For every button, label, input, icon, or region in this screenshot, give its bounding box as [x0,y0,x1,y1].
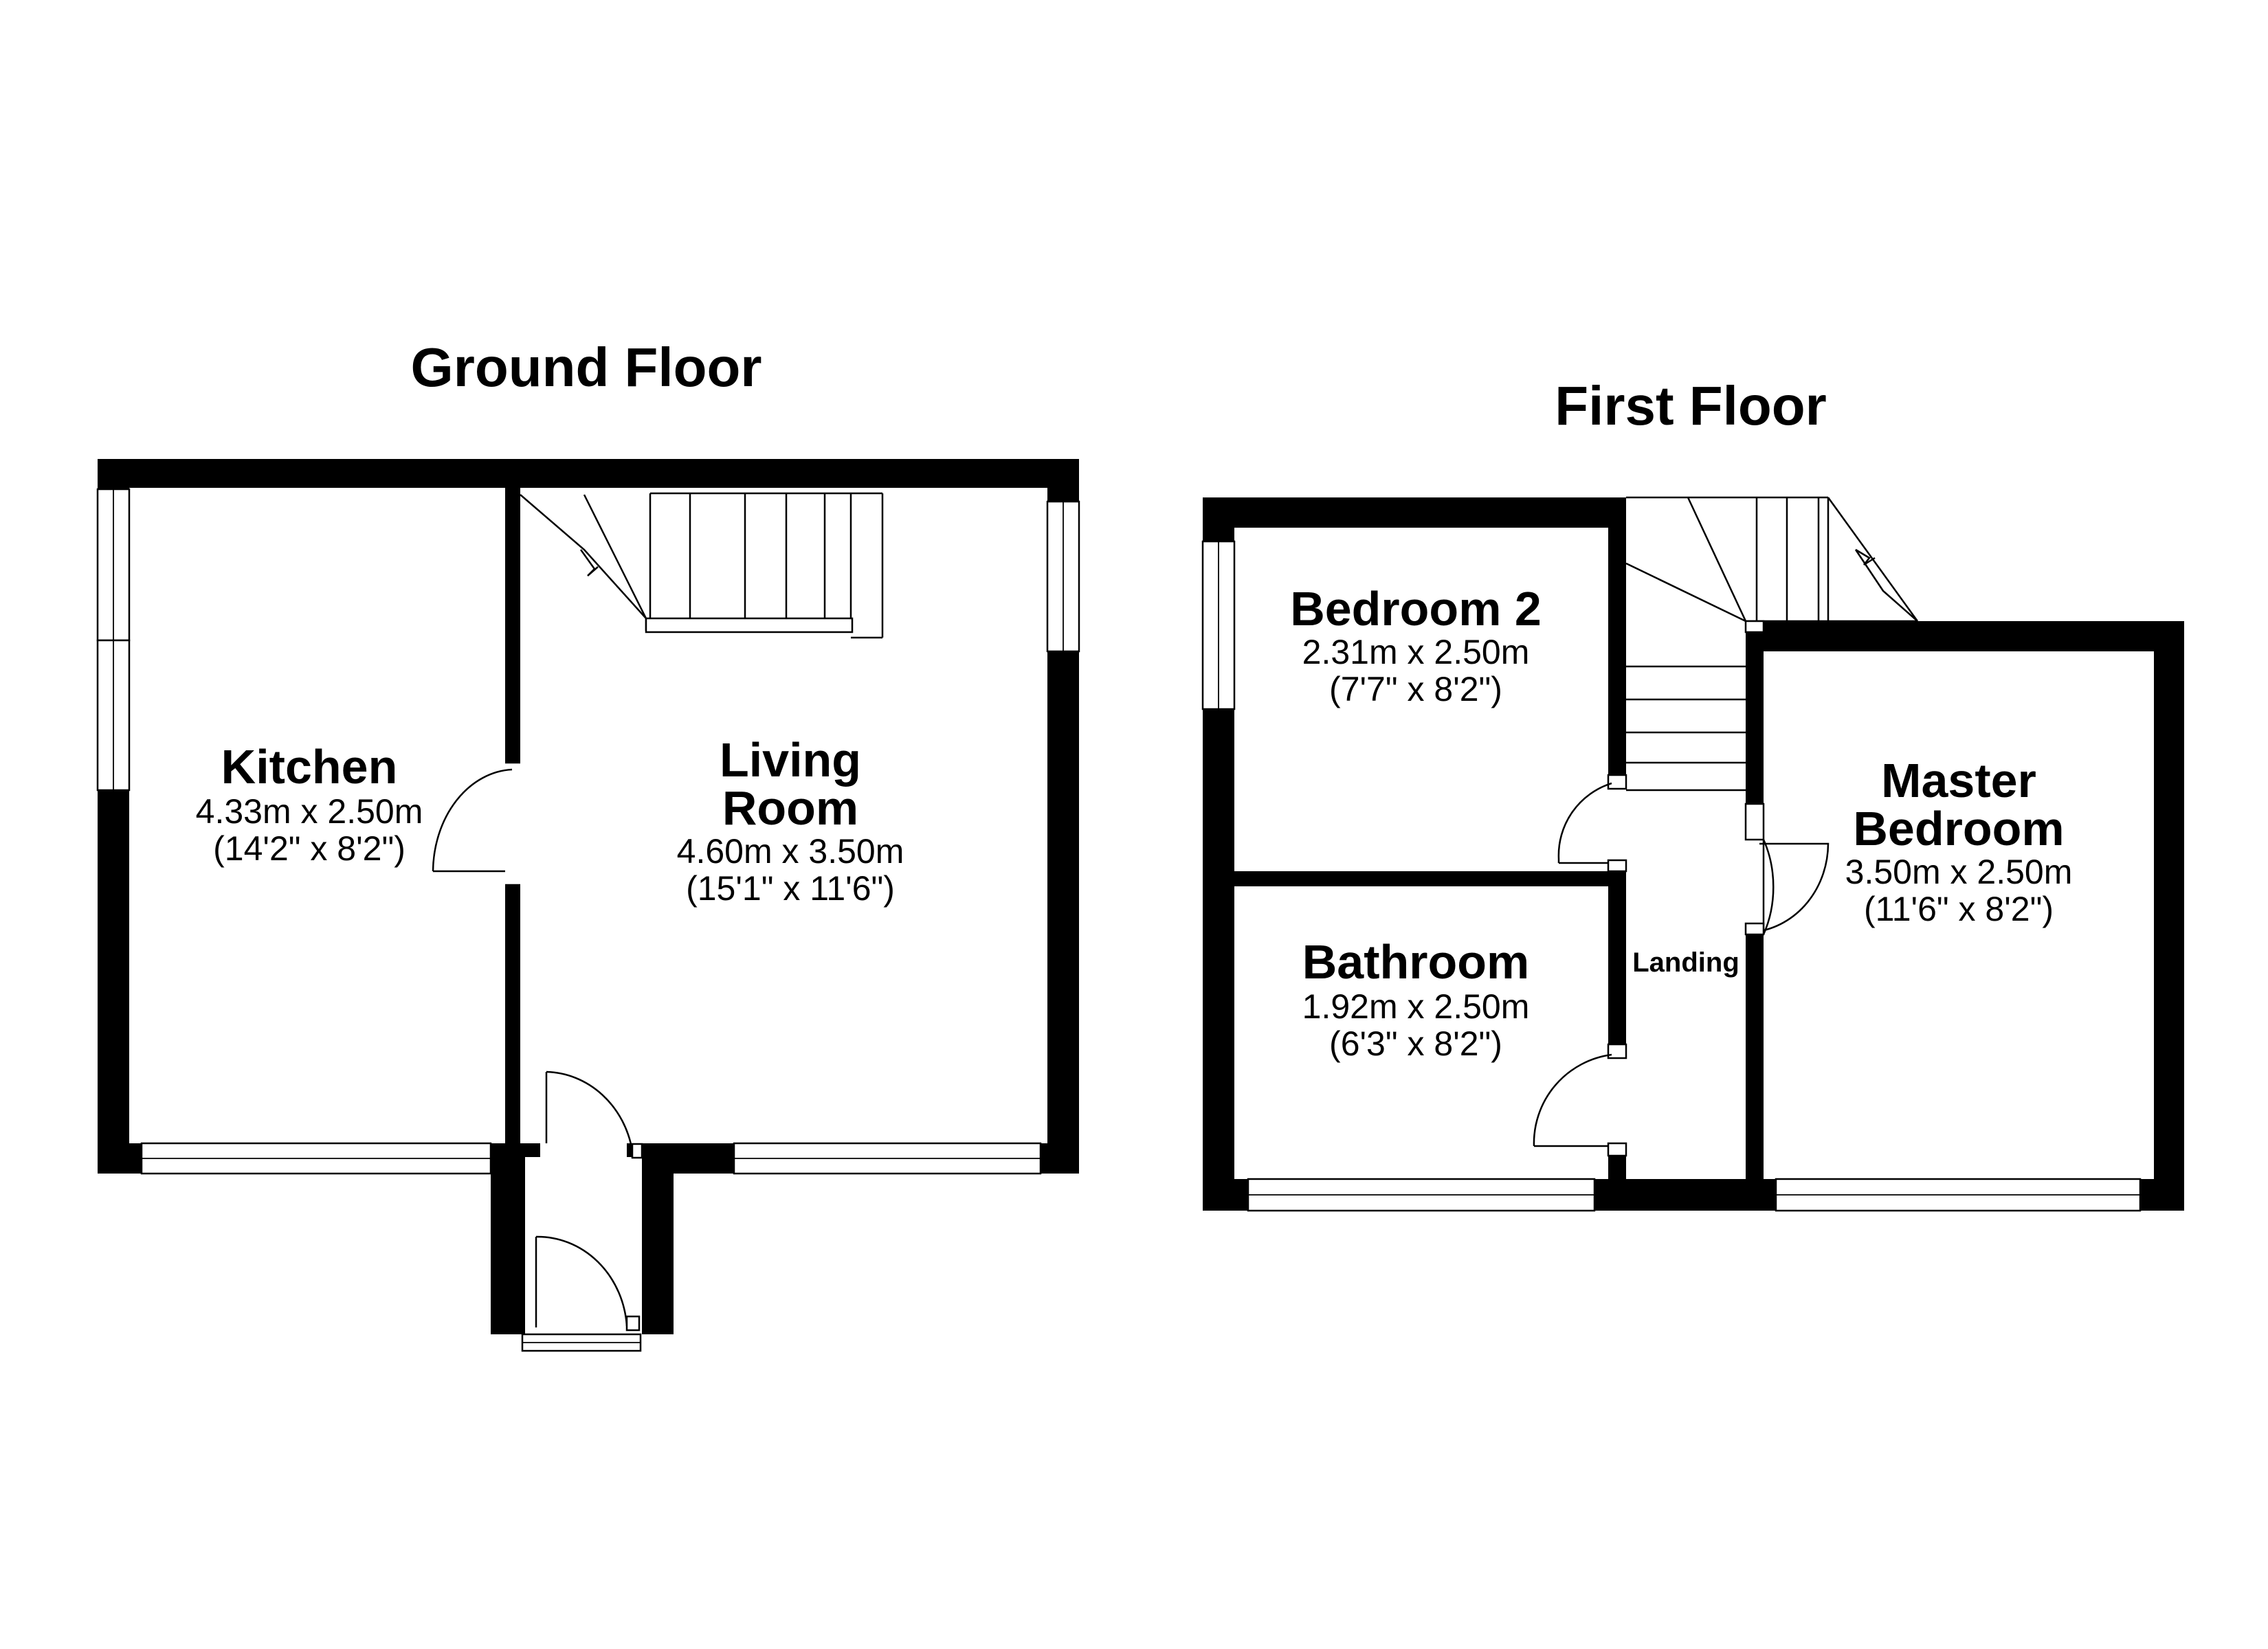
first-floor-windows [1201,540,2142,1212]
room-dimensions-imperial: (15'1" x 11'6") [686,869,895,908]
room-master-bedroom: Master Bedroom 3.50m x 2.50m (11'6" x 8'… [1845,754,2073,928]
first-floor-stairs [1625,496,1919,792]
room-name: Landing [1632,947,1739,978]
wall-master-left-lower [1746,934,1764,1179]
wall-top-left [1203,497,1626,528]
room-dimensions-metric: 4.33m x 2.50m [196,792,423,831]
wall-bath-right-upper [1608,886,1626,1044]
ground-floor-windows [96,488,1080,1352]
wall-master-left-upper [1746,651,1764,804]
room-dimensions-metric: 2.31m x 2.50m [1302,633,1530,671]
room-dimensions-imperial: (7'7" x 8'2") [1329,670,1502,708]
room-bedroom-2: Bedroom 2 2.31m x 2.50m (7'7" x 8'2") [1290,582,1542,708]
room-landing: Landing [1632,947,1739,978]
room-kitchen: Kitchen 4.33m x 2.50m (14'2" x 8'2") [196,740,423,868]
room-name: Bathroom [1302,935,1530,989]
ground-floor-doors [432,761,643,1332]
first-floor-doors [1533,774,1830,1157]
room-dimensions-imperial: (14'2" x 8'2") [213,829,405,868]
wall-partition-bed2-bath [1234,871,1608,886]
stair-newel [1744,620,1765,633]
room-name-line-2: Bedroom [1853,802,2064,855]
wall-bed2-right-upper [1608,528,1626,775]
wall-porch-left [491,1143,525,1334]
wall-porch-right [642,1143,674,1334]
ground-floor-walls [98,459,1079,1334]
room-dimensions-imperial: (11'6" x 8'2") [1864,890,2054,928]
room-name: Bedroom 2 [1290,582,1542,636]
wall-top-right [1754,621,2184,651]
ground-floor-plan: Ground Floor [96,337,1080,1352]
room-dimensions-metric: 3.50m x 2.50m [1845,853,2073,891]
first-floor-title: First Floor [1555,375,1827,436]
wall-partition-lower [505,885,520,1143]
wall-partition-upper [505,488,520,763]
room-name: Kitchen [221,740,398,794]
room-dimensions-imperial: (6'3" x 8'2") [1329,1024,1502,1063]
wall-porch-inner-left [525,1143,540,1157]
first-floor-plan: First Floor [1201,375,2184,1212]
wall-right [2154,621,2184,1211]
wall-bath-right-lower [1608,1156,1626,1179]
ground-floor-title: Ground Floor [410,337,761,398]
ground-floor-stairs [520,492,884,639]
room-bathroom: Bathroom 1.92m x 2.50m (6'3" x 8'2") [1302,935,1530,1063]
room-dimensions-metric: 1.92m x 2.50m [1302,987,1530,1026]
room-name-line-1: Living [720,733,861,787]
room-name-line-2: Room [722,781,858,835]
room-living-room: Living Room 4.60m x 3.50m (15'1" x 11'6"… [677,733,904,908]
wall-top [98,459,1079,488]
room-dimensions-metric: 4.60m x 3.50m [677,832,904,871]
room-name-line-1: Master [1881,754,2036,807]
